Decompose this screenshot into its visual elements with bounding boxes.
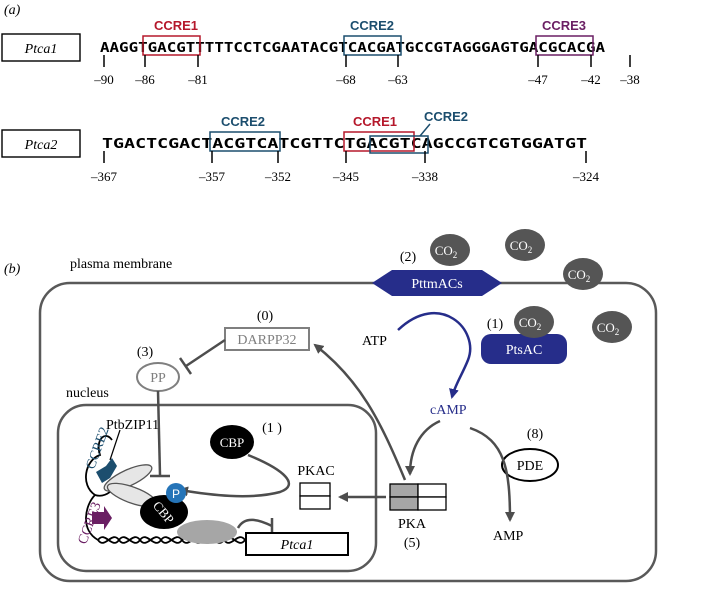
pp-node: PP xyxy=(136,362,180,392)
co2-bubble: CO2 xyxy=(514,306,554,338)
ptca2-tick-label: –352 xyxy=(264,169,291,184)
ptca2-ccre2b-label: CCRE2 xyxy=(424,109,468,124)
ptca1-tick-label: –86 xyxy=(134,72,155,87)
ptca1-ccre2-label: CCRE2 xyxy=(350,18,394,33)
cbp-node: CBP xyxy=(210,425,254,459)
cbp-to-phospho-arrow xyxy=(178,453,291,498)
step-label-2: (2) xyxy=(400,250,417,265)
pttmacs-node: PttmACs xyxy=(372,270,502,296)
svg-text:CBP: CBP xyxy=(220,435,245,450)
step-label-1: (1) xyxy=(487,317,504,332)
svg-text:CO2: CO2 xyxy=(568,267,591,284)
ptca2-name: Ptca2 xyxy=(24,138,58,153)
svg-text:PP: PP xyxy=(150,371,166,386)
ptca1-tick-label: –38 xyxy=(619,72,640,87)
pkac-label: PKAC xyxy=(297,464,334,479)
ptca1-gene-box: Ptca1 xyxy=(245,532,349,556)
step-label-8: (8) xyxy=(527,427,544,442)
pkac-node xyxy=(299,482,331,510)
ptca2-ccre2-label: CCRE2 xyxy=(221,114,265,129)
svg-text:CO2: CO2 xyxy=(519,315,542,332)
ptca1-tick-label: –63 xyxy=(387,72,408,87)
ccre3-marker xyxy=(92,506,112,530)
cbp-bound-node: CBP xyxy=(140,495,188,529)
ptca1-tick-label: –68 xyxy=(335,72,356,87)
ptca1-ccre2-box xyxy=(343,35,402,56)
inhibits-ptca1 xyxy=(236,518,274,534)
ptca2-ccre2b-box xyxy=(369,135,429,154)
pp-inhibits-cbp xyxy=(150,390,170,478)
step-label-0: (0) xyxy=(257,309,274,324)
atp-to-camp-arrow xyxy=(397,311,472,399)
svg-text:Ptca1: Ptca1 xyxy=(280,538,314,553)
svg-text:CO2: CO2 xyxy=(510,238,533,255)
darpp32-inhibits-pp xyxy=(178,338,226,375)
ptsac-node: PtsAC xyxy=(481,334,567,364)
ptca1-tick-label: –90 xyxy=(93,72,114,87)
svg-text:PDE: PDE xyxy=(517,459,543,474)
plasma-membrane-label: plasma membrane xyxy=(70,257,172,272)
ptca1-ccre3-label: CCRE3 xyxy=(542,18,586,33)
co2-bubble: CO2 xyxy=(563,258,603,290)
svg-text:PtsAC: PtsAC xyxy=(506,343,543,358)
co2-bubble: CO2 xyxy=(430,234,470,266)
pka-node xyxy=(389,483,447,511)
ptca1-name: Ptca1 xyxy=(24,42,58,57)
step-label-1b: (1 ) xyxy=(262,421,282,436)
panel-b-label: (b) xyxy=(4,262,21,277)
ptca1-ccre1-box xyxy=(142,35,201,56)
phospho-p: P xyxy=(166,483,186,503)
ptca2-tick-label: –357 xyxy=(198,169,226,184)
svg-text:CO2: CO2 xyxy=(435,243,458,260)
co2-bubble: CO2 xyxy=(505,229,545,261)
ptca2-tick-label: –345 xyxy=(332,169,359,184)
nucleus-label: nucleus xyxy=(66,386,109,401)
amp-label: AMP xyxy=(493,529,524,544)
pka-label: PKA xyxy=(398,517,427,532)
ptbzip11-label: PtbZIP11 xyxy=(106,418,159,433)
pde-node: PDE xyxy=(501,448,559,482)
darpp32-node: DARPP32 xyxy=(224,327,310,351)
ptca2-sequence-row: Ptca2 TGACTCGACTACGTCATCGTTCTGACGTCAGCCG… xyxy=(1,109,600,184)
ptca1-tick-label: –42 xyxy=(580,72,601,87)
svg-text:P: P xyxy=(172,487,180,501)
camp-label: cAMP xyxy=(430,403,467,418)
co2-bubble: CO2 xyxy=(592,311,632,343)
step-label-5: (5) xyxy=(404,536,421,551)
ptca2-ccre1-label: CCRE1 xyxy=(353,114,397,129)
nucleus xyxy=(56,403,378,573)
svg-text:CO2: CO2 xyxy=(597,320,620,337)
camp-to-amp-arrow xyxy=(469,426,515,522)
panel-a-label: (a) xyxy=(4,3,21,18)
atp-label: ATP xyxy=(362,334,387,349)
ptca2-tick-label: –367 xyxy=(90,169,118,184)
ccre2-marker xyxy=(96,458,117,483)
rna-polymerase xyxy=(177,520,237,544)
ptca2-tick-label: –324 xyxy=(572,169,600,184)
svg-text:DARPP32: DARPP32 xyxy=(237,333,296,348)
ptca1-sequence-row: Ptca1 AAGGTGACGTTTTTCCTCGAATACGTCACGATGC… xyxy=(1,18,640,87)
ptca2-ccre2-box xyxy=(209,131,281,152)
ptca1-ccre3-box xyxy=(535,35,594,56)
ptca1-tick-label: –47 xyxy=(527,72,548,87)
ptca1-sequence: AAGGTGACGTTTTTCCTCGAATACGTCACGATGCCGTAGG… xyxy=(100,41,605,56)
ptca1-tick-label: –81 xyxy=(187,72,208,87)
ptbzip11-complex xyxy=(103,464,158,508)
svg-text:PttmACs: PttmACs xyxy=(411,277,462,292)
step-label-3: (3) xyxy=(137,345,154,360)
pka-to-darpp32-arrow xyxy=(313,343,407,481)
camp-to-pka-arrow xyxy=(405,419,441,476)
ptca1-ccre1-label: CCRE1 xyxy=(154,18,198,33)
ptca2-tick-label: –338 xyxy=(411,169,438,184)
ptca2-ccre1-box xyxy=(343,131,415,152)
